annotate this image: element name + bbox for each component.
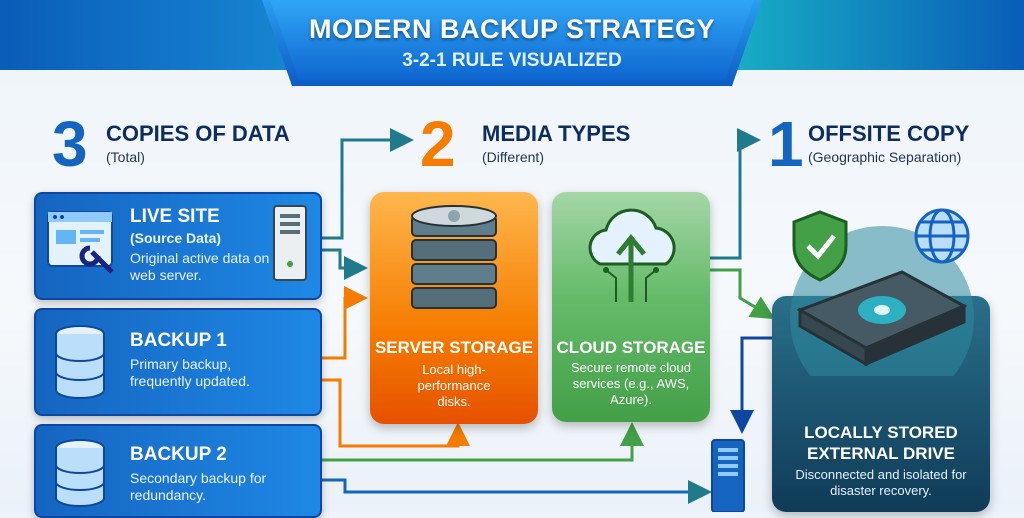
cloud-storage-title: CLOUD STORAGE [556,338,706,357]
heading-copies: COPIES OF DATA [106,121,290,146]
heading-offsite: OFFSITE COPY [808,121,970,146]
backup-2-description: Secondary backup for redundancy. [130,470,267,503]
server-storage-description: Local high-performance disks. [417,362,491,409]
offsite-icons [790,208,974,376]
offsite-title: LOCALLY STORED EXTERNAL DRIVE [804,423,958,463]
card-live-site[interactable]: LIVE SITE (Source Data) Original active … [34,192,322,300]
backup-1-title: BACKUP 1 [130,330,227,351]
page-subtitle: 3-2-1 RULE VISUALIZED [402,50,622,71]
live-site-title: LIVE SITE [130,206,220,227]
heading-offsite-note: (Geographic Separation) [808,149,962,165]
big-number-two: 2 [420,108,456,180]
big-number-three: 3 [52,108,88,180]
live-site-subtitle: (Source Data) [130,230,222,246]
server-tower-icon [711,439,745,512]
database-icon [55,325,105,399]
card-backup-2[interactable]: BACKUP 2 Secondary backup for redundancy… [34,424,322,518]
heading-copies-note: (Total) [106,149,145,165]
server-storage-box[interactable]: SERVER STORAGE Local high-performance di… [370,192,538,424]
offsite-description: Disconnected and isolated for disaster r… [795,467,967,498]
globe-icon [914,208,970,264]
arrow-backup2-to-drive [318,478,712,504]
database-icon [55,439,105,507]
arrow-cloud-to-drive [710,268,776,320]
card-backup-1[interactable]: BACKUP 1 Primary backup, frequently upda… [34,308,322,416]
title-banner-inner [270,0,754,80]
arrow-live-to-server [318,248,368,280]
heading-media: MEDIA TYPES [482,121,631,146]
arrow-backup1-to-server [318,286,368,360]
cloud-storage-box[interactable]: CLOUD STORAGE Secure remote cloud servic… [552,192,710,422]
arrow-live-to-media [318,128,414,240]
server-storage-title: SERVER STORAGE [374,338,534,357]
server-tower-icon [273,205,307,281]
cloud-storage-description: Secure remote cloud services (e.g., AWS,… [571,360,691,407]
browser-wrench-icon [47,211,114,274]
external-drive-icon [796,270,968,367]
heading-media-note: (Different) [482,149,544,165]
page-title: MODERN BACKUP STRATEGY [308,14,716,44]
disk-stack-icon [411,205,497,309]
shield-check-icon [792,210,848,282]
arrow-backup1-to-server-bottom [318,378,470,448]
arrow-cloud-to-offsite [710,128,761,260]
backup-2-title: BACKUP 2 [130,444,227,465]
backup-1-description: Primary backup, frequently updated. [130,356,250,389]
live-site-description: Original active data on web server. [130,250,270,283]
big-number-one: 1 [768,108,804,180]
cloud-upload-icon [588,208,676,302]
arrow-backup2-to-cloud [318,422,644,462]
